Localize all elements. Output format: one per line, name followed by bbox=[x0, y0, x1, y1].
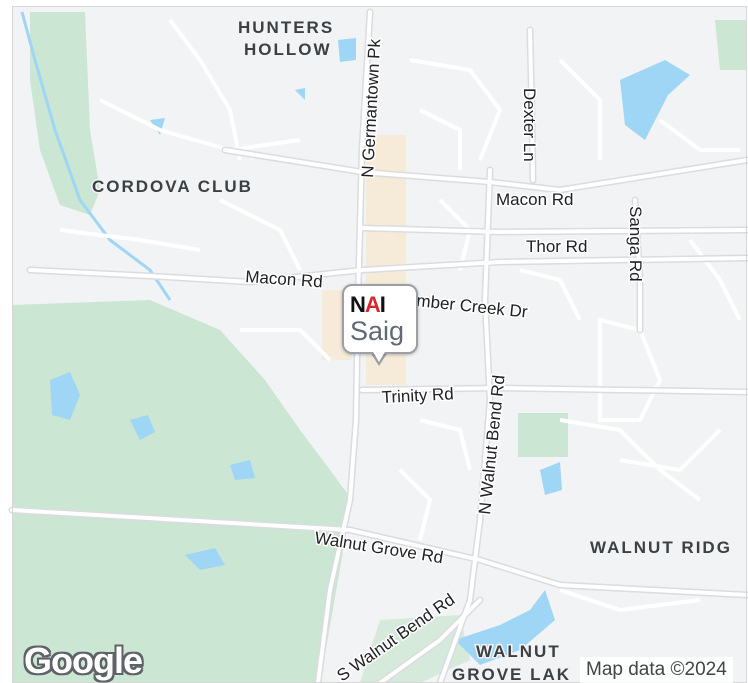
park-area-northeast bbox=[715, 20, 747, 70]
area-label-hunters: HUNTERS bbox=[238, 18, 334, 37]
google-logo[interactable]: Google bbox=[24, 640, 143, 681]
area-label-walnut: WALNUT bbox=[476, 642, 561, 661]
area-label-grove-lake: GROVE LAK bbox=[452, 665, 571, 683]
minor-streets bbox=[59, 18, 742, 613]
major-roads bbox=[10, 10, 748, 683]
pond-5 bbox=[540, 462, 562, 495]
creek bbox=[20, 11, 172, 301]
marker-logo-n: N bbox=[350, 292, 366, 317]
pond-4 bbox=[185, 548, 225, 570]
road-label-sanga-rd: Sanga Rd bbox=[626, 206, 645, 282]
park-area-northwest bbox=[30, 12, 100, 215]
location-marker[interactable]: NAI Saig bbox=[342, 284, 418, 354]
marker-pointer-inner bbox=[372, 350, 386, 362]
pond-1 bbox=[50, 372, 80, 420]
road-label-trinity-rd: Trinity Rd bbox=[381, 384, 454, 407]
marker-logo-a: A bbox=[364, 292, 381, 317]
park-area-southwest bbox=[12, 300, 352, 683]
park-area-small bbox=[518, 413, 568, 457]
marker-logo-saig: Saig bbox=[350, 316, 405, 346]
road-label-thor-rd: Thor Rd bbox=[526, 237, 587, 256]
pond-8 bbox=[338, 38, 356, 62]
area-label-walnut-ridge: WALNUT RIDG bbox=[590, 538, 732, 557]
lake-northeast bbox=[620, 60, 690, 140]
road-label-dexter-ln: Dexter Ln bbox=[520, 88, 539, 162]
pond-3 bbox=[230, 460, 255, 480]
marker-logo-i: I bbox=[379, 292, 386, 317]
pond-2 bbox=[130, 415, 155, 440]
road-label-macon-rd-east: Macon Rd bbox=[496, 190, 573, 209]
area-label-hollow: HOLLOW bbox=[244, 40, 332, 59]
area-label-cordova-club: CORDOVA CLUB bbox=[92, 177, 253, 196]
map-attribution[interactable]: Map data ©2024 bbox=[580, 657, 733, 683]
marker-logo-nai: NAI bbox=[350, 292, 386, 318]
pond-7 bbox=[295, 88, 305, 100]
lake-walnut-grove bbox=[455, 590, 555, 665]
